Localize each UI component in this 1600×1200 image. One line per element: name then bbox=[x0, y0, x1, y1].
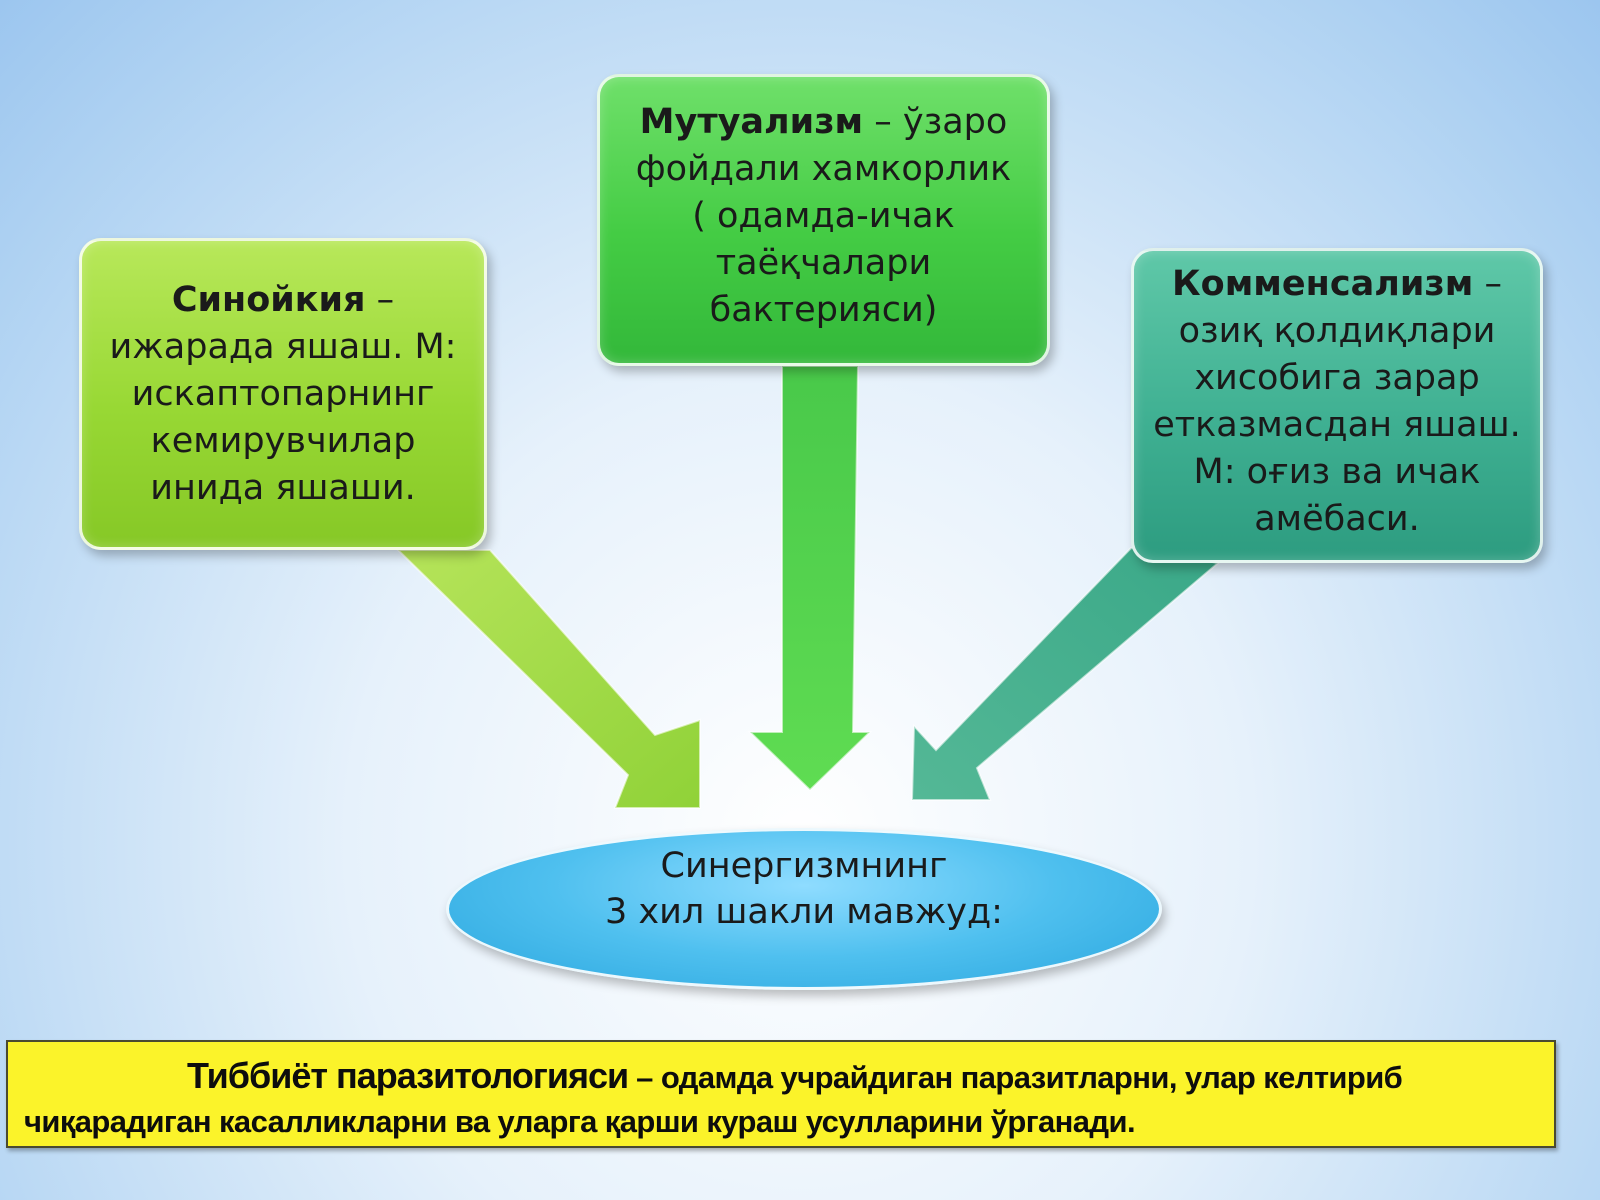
banner-line1-rest: – одамда учрайдиган паразитларни, улар к… bbox=[628, 1060, 1403, 1095]
banner-line-2: чиқарадиган касалликларни ва уларга қарш… bbox=[24, 1104, 1136, 1139]
mutualism-first-rest: ўзаро bbox=[902, 102, 1008, 142]
commensalism-dash: – bbox=[1473, 264, 1502, 304]
synergism-line: Синергизмнинг bbox=[660, 846, 948, 886]
arrow-right bbox=[910, 546, 1221, 801]
commensalism-line: хисобига зарар bbox=[1194, 358, 1480, 398]
synergism-ellipse: Синергизмнинг 3 хил шакли мавжуд: bbox=[446, 828, 1162, 990]
banner-term: Тиббиёт паразитологияси bbox=[187, 1055, 629, 1096]
commensalism-line: озиқ қолдиқлари bbox=[1178, 311, 1496, 351]
arrow-center bbox=[747, 365, 873, 792]
synoikia-box: Синойкия – ижарада яшаш. М: искаптопарни… bbox=[79, 238, 487, 550]
mutualism-line: таёқчалари bbox=[715, 243, 932, 283]
mutualism-dash: – bbox=[863, 102, 903, 142]
synoikia-line: кемирувчилар bbox=[150, 420, 416, 461]
arrow-left bbox=[395, 549, 701, 809]
synoikia-line: ижарада яшаш. М: bbox=[109, 326, 457, 367]
commensalism-line: амёбаси. bbox=[1254, 499, 1420, 539]
synoikia-term: Синойкия bbox=[171, 279, 366, 320]
mutualism-line: ( одамда-ичак bbox=[692, 196, 955, 236]
synoikia-line: искаптопарнинг bbox=[131, 373, 435, 414]
commensalism-line: етказмасдан яшаш. bbox=[1153, 405, 1521, 445]
synoikia-dash: – bbox=[365, 279, 395, 320]
banner-line-1: Тиббиёт паразитологияси – одамда учрайди… bbox=[24, 1054, 1538, 1100]
definition-banner: Тиббиёт паразитологияси – одамда учрайди… bbox=[6, 1040, 1556, 1148]
mutualism-term: Мутуализм bbox=[639, 102, 864, 142]
commensalism-line: М: оғиз ва ичак bbox=[1193, 452, 1481, 492]
commensalism-box: Комменсализм – озиқ қолдиқлари хисобига … bbox=[1131, 248, 1543, 563]
mutualism-line: фойдали хамкорлик bbox=[635, 149, 1012, 189]
mutualism-line: бактерияси) bbox=[709, 290, 938, 330]
synergism-line: 3 хил шакли мавжуд: bbox=[605, 892, 1003, 932]
commensalism-term: Комменсализм bbox=[1172, 264, 1474, 304]
mutualism-box: Мутуализм – ўзаро фойдали хамкорлик ( од… bbox=[597, 74, 1050, 366]
synoikia-line: инида яшаши. bbox=[150, 467, 416, 508]
